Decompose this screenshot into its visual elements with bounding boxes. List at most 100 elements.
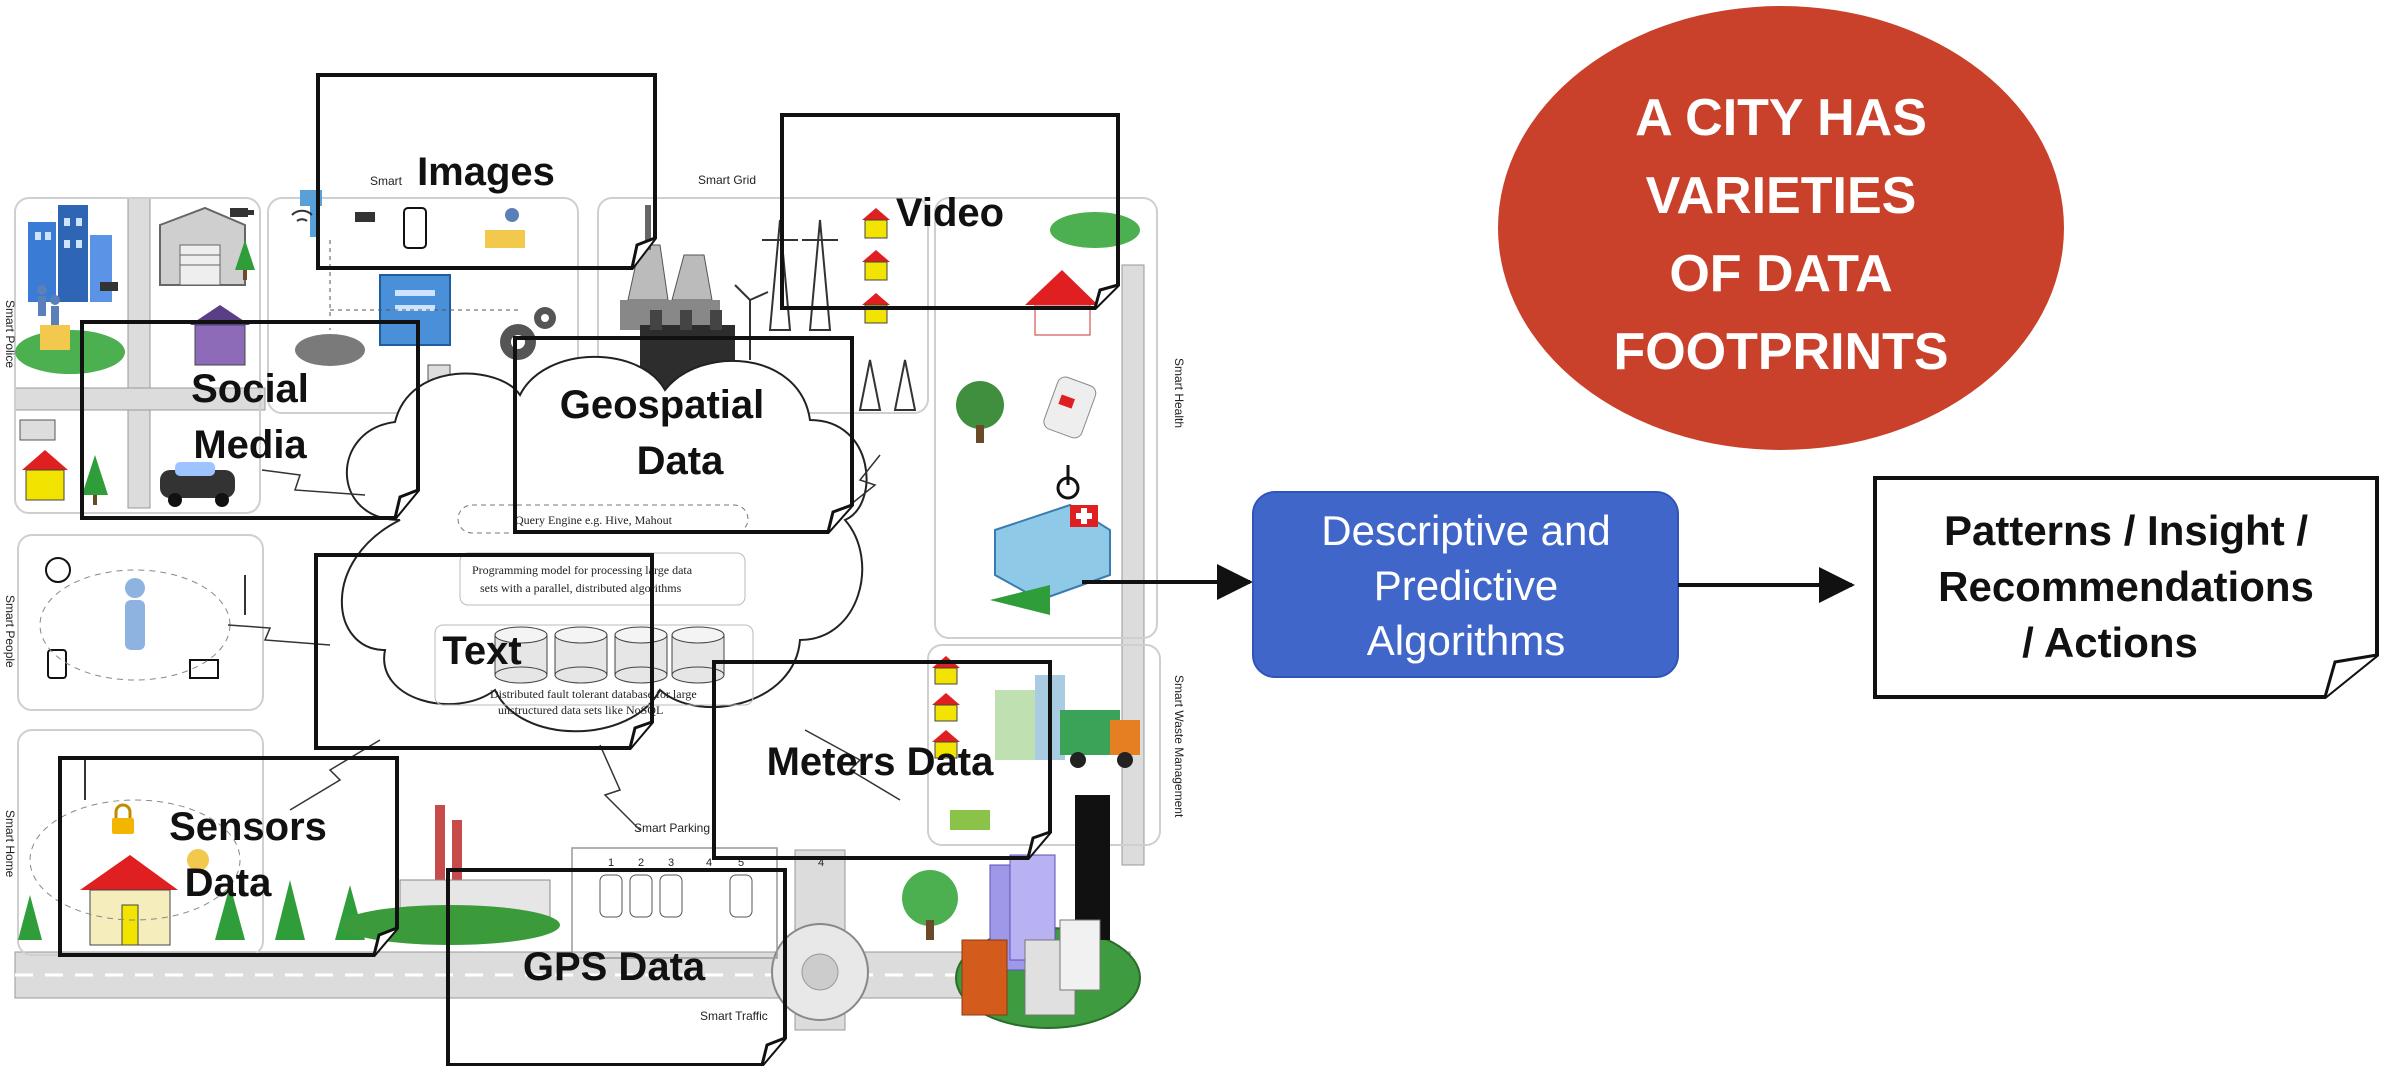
lightbulb-icon: [187, 849, 209, 871]
house-icon: [932, 693, 960, 722]
database-icon: [614, 626, 668, 684]
label-smart-police: Smart Police: [3, 300, 17, 368]
building-icon: [995, 675, 1065, 760]
car-icon: [19, 419, 56, 441]
phone-icon: [45, 557, 71, 583]
label-smart-parking: Smart Parking: [634, 821, 710, 835]
pylon-icon: [858, 359, 917, 411]
label-gps-data: GPS Data: [523, 945, 706, 989]
smart-city-illustration: Smart Smart Grid Smart Parking Smart Tra…: [3, 173, 1186, 1031]
algorithms-line2: Predictive: [1374, 562, 1558, 609]
label-geospatial-line2: Data: [637, 439, 724, 483]
parking-number: 2: [638, 857, 644, 869]
label-video: Video: [896, 191, 1004, 235]
house-icon: [1025, 270, 1098, 336]
house-icon: [862, 208, 890, 239]
person-icon: [295, 334, 365, 366]
cloud-programming-line2: sets with a parallel, distributed algori…: [480, 581, 682, 595]
note-images: Images: [316, 73, 657, 270]
house-icon: [932, 730, 960, 759]
label-social-media-line2: Media: [193, 423, 307, 467]
outcome-line2: Recommendations: [1938, 563, 2314, 610]
note-gps-data: GPS Data: [446, 868, 787, 1066]
house-icon: [862, 250, 890, 281]
tree-icon: [275, 880, 305, 940]
algorithms-line1: Descriptive and: [1321, 507, 1610, 554]
headline-line3: OF DATA: [1669, 245, 1892, 303]
garbage-truck-icon: [1060, 710, 1140, 768]
note-sensors-data: Sensors Data: [58, 756, 399, 957]
building-icon: [15, 325, 125, 374]
headline-line1: A CITY HAS: [1635, 89, 1927, 147]
building-icon: [159, 206, 246, 286]
ambulance-icon: [1043, 376, 1097, 439]
label-social-media-line1: Social: [191, 367, 309, 411]
camera-icon: [100, 282, 118, 291]
parking-number: 1: [608, 857, 614, 869]
label-smart-grid: Smart Grid: [698, 173, 756, 187]
parking-number: 5: [738, 857, 744, 869]
wind-turbine-icon: [734, 284, 769, 360]
road-vertical-right: [1121, 264, 1145, 866]
camera-icon: [355, 212, 375, 222]
note-meters-data: Meters Data: [712, 660, 1052, 860]
wheelchair-icon: [1056, 465, 1080, 500]
database-icon: [671, 626, 725, 684]
label-smart-health: Smart Health: [1172, 358, 1186, 428]
label-smart-waste: Smart Waste Management: [1172, 675, 1186, 818]
person-icon: [50, 295, 60, 326]
cloud-query-engine: Query Engine e.g. Hive, Mahout: [515, 513, 673, 527]
parking-number: 4: [706, 857, 712, 869]
pylon-icon: [802, 219, 838, 331]
power-plant-icon: [620, 205, 720, 330]
database-icon: [494, 626, 548, 684]
parking-number: 4: [818, 857, 824, 869]
label-smart-home: Smart Home: [3, 810, 17, 878]
cloud-storage-line2: unstructured data sets like NoSQL: [498, 703, 663, 717]
building-icon: [379, 274, 451, 346]
house-icon: [22, 450, 68, 501]
tree-icon: [235, 240, 255, 280]
note-geospatial: Geospatial Data: [513, 336, 854, 534]
tree-icon: [215, 885, 245, 940]
note-social-media: Social Media: [80, 320, 420, 520]
outcome-line1: Patterns / Insight /: [1944, 507, 2308, 554]
phone-icon: [403, 207, 427, 249]
cloud-programming-line1: Programming model for processing large d…: [472, 563, 693, 577]
algorithms-box: Descriptive and Predictive Algorithms: [1252, 491, 1679, 678]
cloud-storage-line1: Distributed fault tolerant database for …: [490, 687, 697, 701]
tree-icon: [18, 895, 42, 940]
tree-icon: [82, 455, 108, 505]
hospital-icon: [994, 503, 1111, 602]
cloud-shape: [340, 355, 868, 733]
tree-icon: [956, 381, 1004, 443]
headline-ellipse: A CITY HAS VARIETIES OF DATA FOOTPRINTS: [1498, 6, 2064, 450]
big-data-cloud: Query Engine e.g. Hive, Mahout Programmi…: [227, 355, 901, 831]
gear-icon: [500, 307, 556, 360]
person-icon: [485, 208, 525, 248]
panel-smart-health: [934, 197, 1158, 639]
skyscraper-icon: [955, 795, 1141, 1029]
car-icon: [659, 874, 683, 918]
label-meters-data: Meters Data: [767, 740, 995, 784]
police-car-icon: [160, 462, 235, 507]
camera-icon: [230, 208, 254, 217]
lock-icon: [112, 803, 134, 834]
panel-smart-police: [14, 197, 261, 514]
label-smart-building: Smart: [370, 174, 403, 188]
panel-smart-parking: [571, 847, 778, 959]
car-icon: [729, 874, 753, 918]
outcome-note: Patterns / Insight / Recommendations / A…: [1873, 476, 2379, 699]
car-icon: [599, 874, 623, 918]
label-text: Text: [442, 629, 521, 673]
road-vertical-left: [127, 197, 151, 509]
label-sensors-data-line2: Data: [185, 861, 272, 905]
parking-number: 3: [668, 857, 674, 869]
building-icon: [190, 305, 250, 366]
tree-icon: [950, 810, 990, 830]
phone-icon: [47, 649, 67, 679]
database-icon: [554, 626, 608, 684]
headline-line2: VARIETIES: [1646, 167, 1917, 225]
label-smart-traffic: Smart Traffic: [700, 1009, 768, 1023]
